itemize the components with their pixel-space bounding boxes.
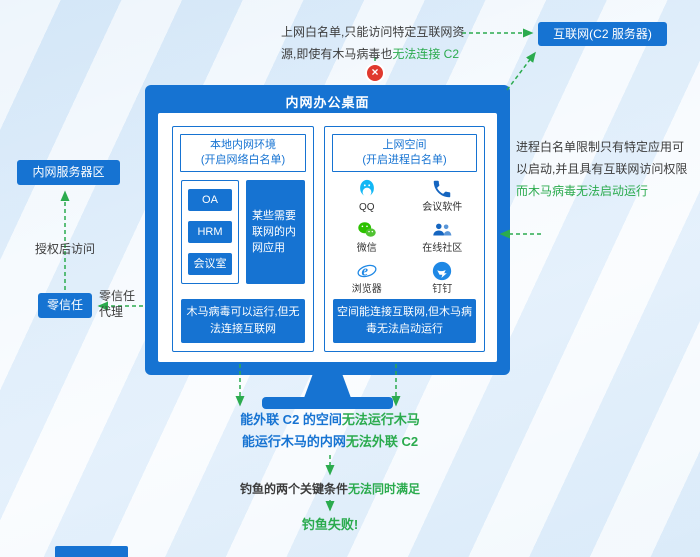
svg-text:e: e bbox=[361, 264, 368, 280]
local-intranet-title: 本地内网环境 bbox=[210, 139, 276, 151]
intranet-server-zone-box: 内网服务器区 bbox=[17, 160, 120, 185]
internet-space-subtitle: (开启进程白名单) bbox=[362, 154, 447, 166]
dingtalk-icon bbox=[405, 260, 481, 282]
browser-icon: e bbox=[329, 260, 405, 282]
internet-space-panel: 上网空间 (开启进程白名单) QQ 会议软件 bbox=[324, 126, 485, 352]
local-intranet-panel: 本地内网环境 (开启网络白名单) OA HRM 会议室 某些需要联网的内网应用 … bbox=[172, 126, 314, 352]
monitor-stand-base bbox=[262, 397, 393, 409]
blocked-x-icon: × bbox=[365, 63, 385, 83]
partial-bottom-element bbox=[55, 546, 128, 557]
process-whitelist-line1: 进程白名单限制只有特定应用可 bbox=[516, 140, 685, 154]
monitor: 内网办公桌面 本地内网环境 (开启网络白名单) OA HRM 会议室 某些需要联… bbox=[145, 85, 510, 375]
app-dingtalk: 钉钉 bbox=[405, 260, 481, 296]
local-intranet-content: OA HRM 会议室 某些需要联网的内网应用 bbox=[181, 180, 305, 284]
zero-trust-box: 零信任 bbox=[38, 293, 92, 318]
intranet-apps-group: OA HRM 会议室 bbox=[181, 180, 239, 284]
internet-c2-box: 互联网(C2 服务器) bbox=[538, 22, 667, 46]
local-intranet-subtitle: (开启网络白名单) bbox=[200, 154, 286, 166]
app-browser: e 浏览器 bbox=[329, 260, 405, 296]
app-wechat: 微信 bbox=[329, 219, 405, 255]
phishing-condition-line: 钓鱼的两个关键条件无法同时满足 bbox=[239, 482, 421, 496]
internet-space-header: 上网空间 (开启进程白名单) bbox=[332, 134, 477, 172]
phone-icon bbox=[405, 178, 481, 200]
monitor-stand-neck bbox=[304, 375, 351, 398]
highlight-cannot-run-trojan: 无法运行木马 bbox=[341, 412, 420, 427]
top-annotation-line1: 上网白名单,只能访问特定互联网资 bbox=[281, 25, 465, 39]
app-qq: QQ bbox=[329, 178, 405, 214]
arrow-space-to-internet bbox=[506, 51, 536, 91]
monitor-title: 内网办公桌面 bbox=[285, 95, 370, 110]
app-hrm: HRM bbox=[188, 221, 232, 243]
internet-space-title: 上网空间 bbox=[382, 139, 427, 151]
app-meeting-room: 会议室 bbox=[188, 253, 232, 275]
monitor-screen: 本地内网环境 (开启网络白名单) OA HRM 会议室 某些需要联网的内网应用 … bbox=[158, 113, 497, 362]
intranet-bottom-note: 木马病毒可以运行,但无法连接互联网 bbox=[181, 299, 305, 343]
conclusion-lines: 能外联 C2 的空间无法运行木马 能运行木马的内网无法外联 C2 bbox=[145, 409, 515, 453]
conclusion-line2: 能运行木马的内网无法外联 C2 bbox=[241, 434, 419, 449]
phishing-failed-label: 钓鱼失败! bbox=[301, 517, 359, 532]
community-icon bbox=[405, 219, 481, 241]
qq-icon bbox=[329, 178, 405, 200]
highlight-cannot-connect-c2: 无法连接 C2 bbox=[392, 47, 460, 61]
wechat-icon bbox=[329, 219, 405, 241]
highlight-not-simultaneous: 无法同时满足 bbox=[348, 482, 421, 496]
conclusion-line1: 能外联 C2 的空间无法运行木马 bbox=[240, 412, 420, 427]
process-whitelist-line2: 以启动,并且具有互联网访问权限 bbox=[516, 162, 688, 176]
auth-access-label: 授权后访问 bbox=[35, 242, 96, 256]
app-meeting-software: 会议软件 bbox=[405, 178, 481, 214]
zero-trust-proxy-label: 零信任代理 bbox=[99, 289, 136, 319]
top-annotation-line2: 源,即使有木马病毒也无法连接 C2 bbox=[281, 47, 460, 61]
app-online-community: 在线社区 bbox=[405, 219, 481, 255]
internet-space-bottom-note: 空间能连接互联网,但木马病毒无法启动运行 bbox=[333, 299, 476, 343]
process-whitelist-highlight: 而木马病毒无法启动运行 bbox=[516, 184, 649, 198]
intranet-side-note: 某些需要联网的内网应用 bbox=[246, 180, 305, 284]
local-intranet-header: 本地内网环境 (开启网络白名单) bbox=[180, 134, 306, 172]
highlight-cannot-reach-c2: 无法外联 C2 bbox=[345, 434, 419, 449]
process-whitelist-annotation: 进程白名单限制只有特定应用可 以启动,并且具有互联网访问权限 而木马病毒无法启动… bbox=[516, 136, 696, 202]
internet-apps-grid: QQ 会议软件 微信 bbox=[329, 178, 480, 296]
top-annotation: 上网白名单,只能访问特定互联网资 源,即使有木马病毒也无法连接 C2 bbox=[281, 21, 473, 65]
app-oa: OA bbox=[188, 189, 232, 211]
